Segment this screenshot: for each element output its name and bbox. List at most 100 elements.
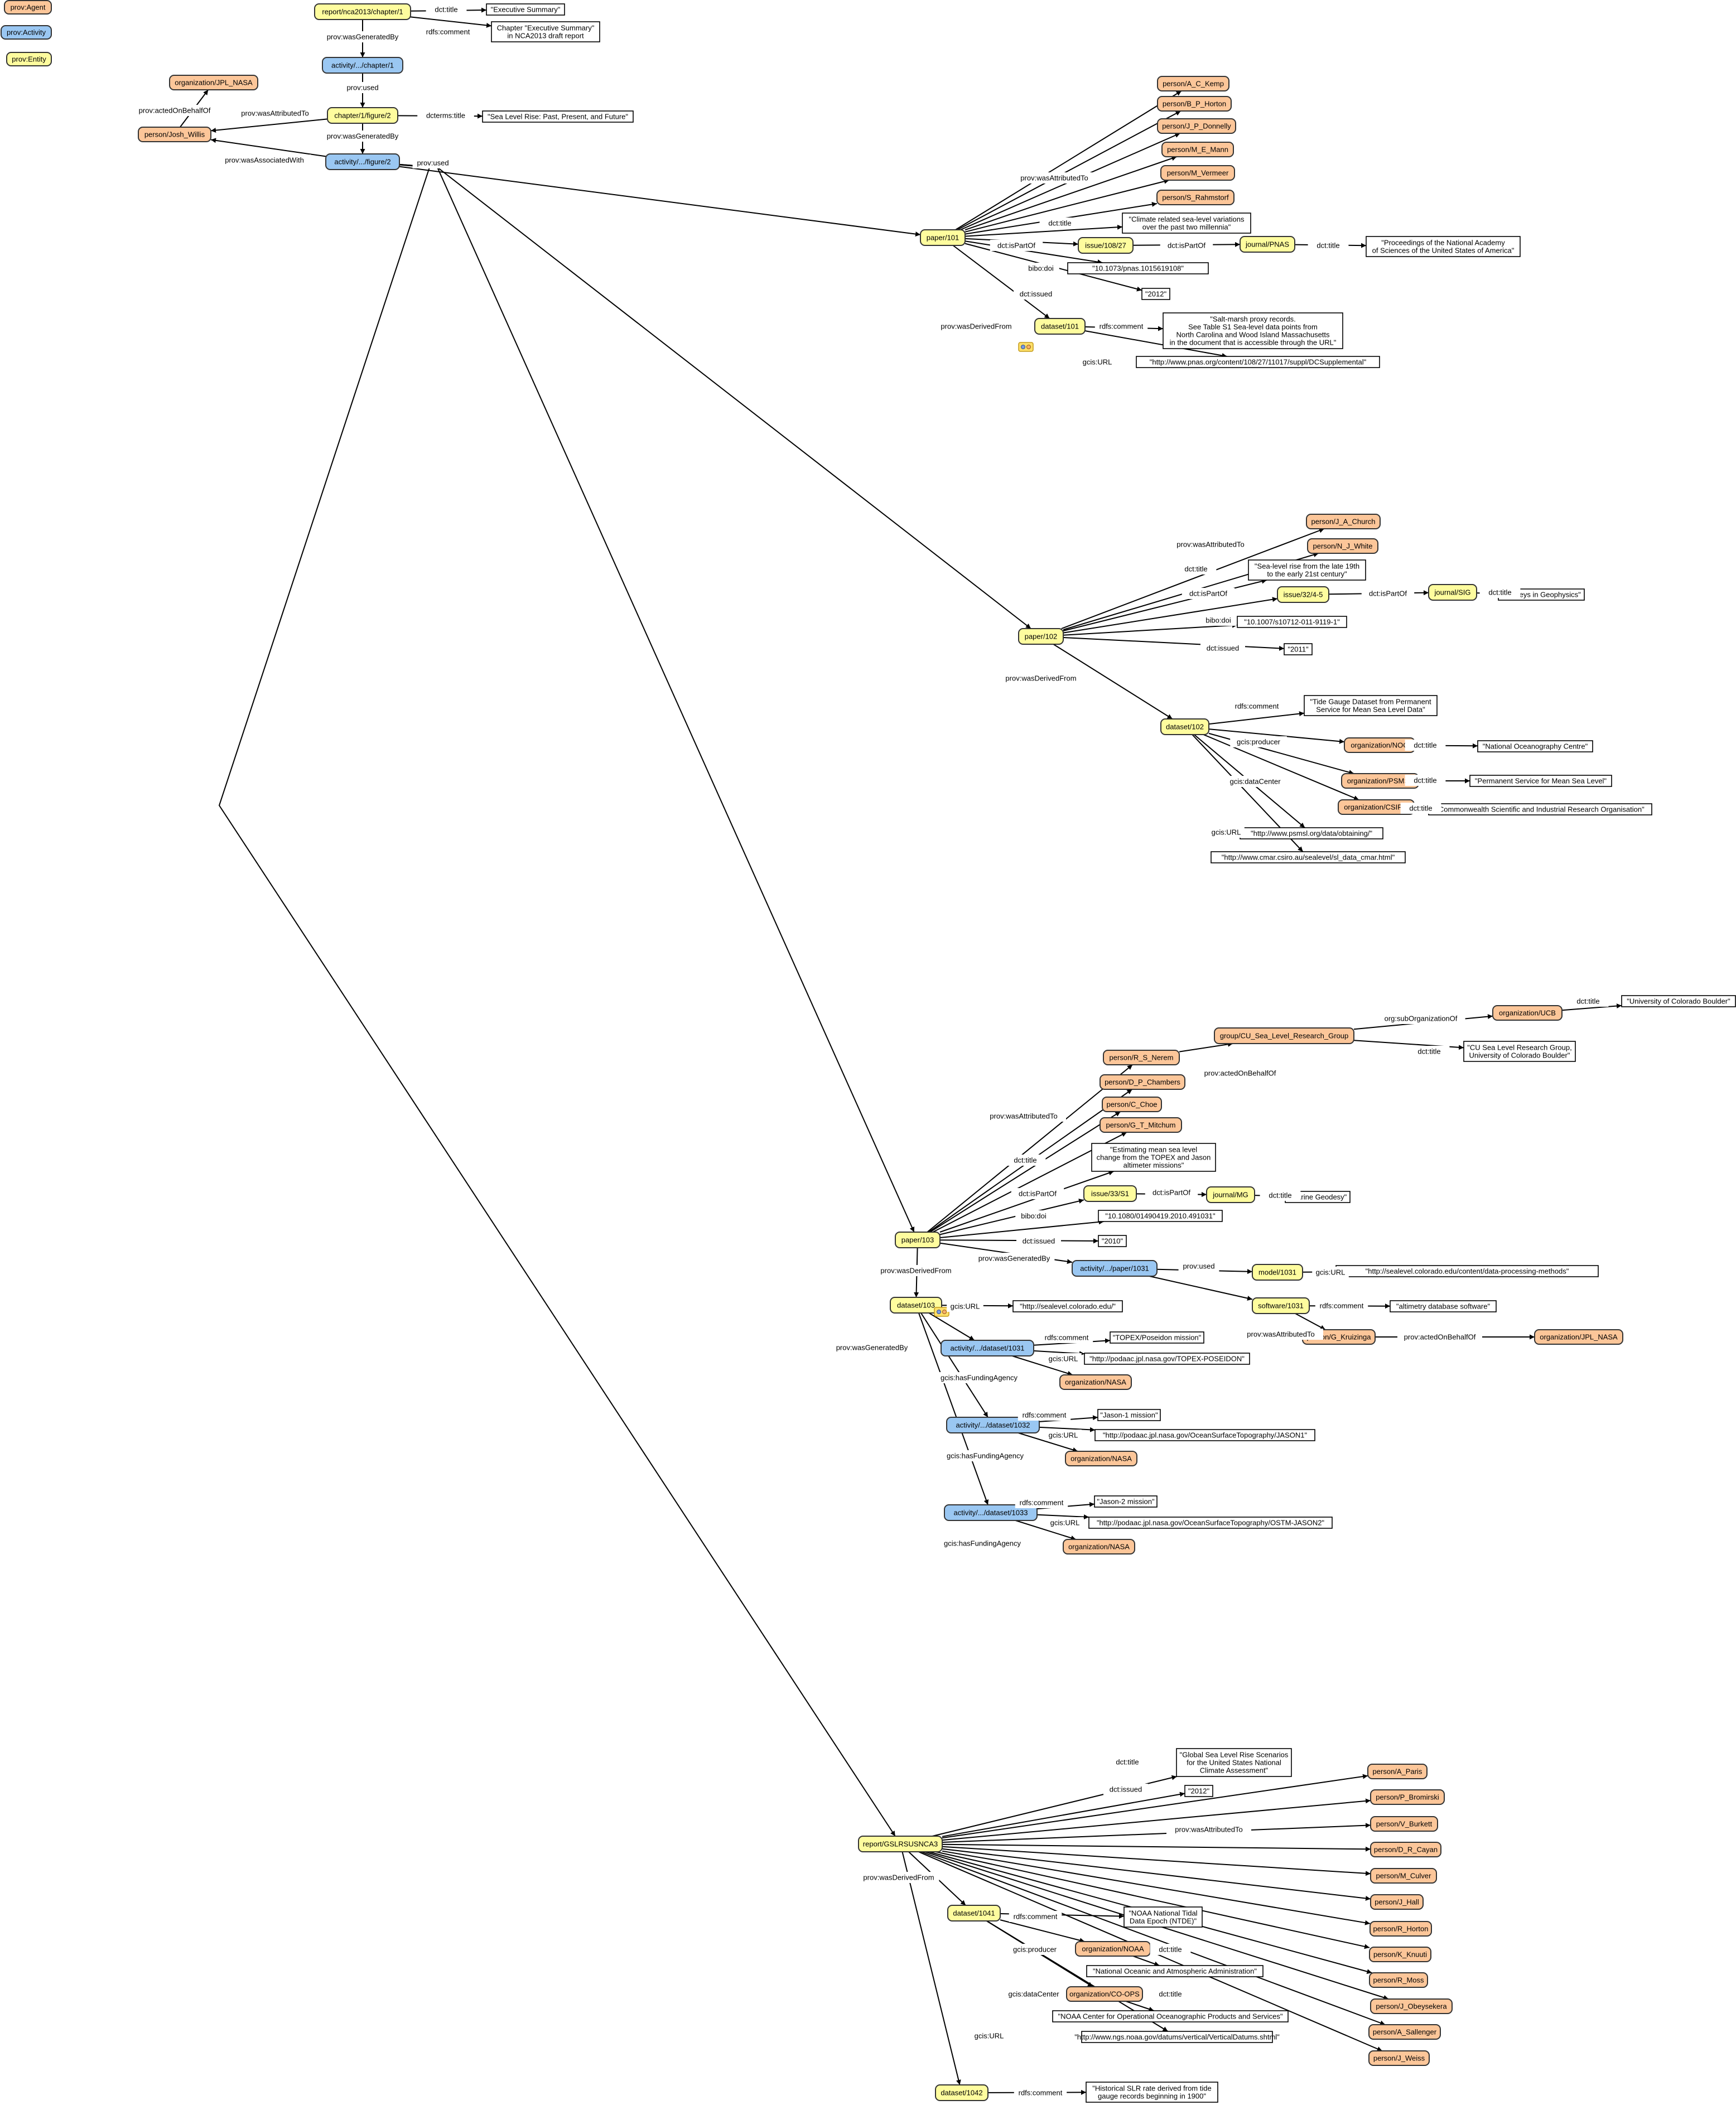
node-org-nasa3[interactable]: organization/NASA bbox=[1063, 1539, 1135, 1554]
node-label: "http://sealevel.colorado.edu/content/da… bbox=[1366, 1267, 1569, 1276]
node-label: person/A_Sallenger bbox=[1373, 2028, 1437, 2036]
node-dataset103[interactable]: dataset/103 bbox=[890, 1297, 942, 1314]
node-issue33[interactable]: issue/33/S1 bbox=[1083, 1185, 1137, 1202]
node-paper102[interactable]: paper/102 bbox=[1018, 628, 1064, 645]
edge-paper103-to-lit-103-title bbox=[939, 1170, 1114, 1233]
node-act-paper1031[interactable]: activity/.../paper/1031 bbox=[1072, 1260, 1158, 1277]
node-person-willis[interactable]: person/Josh_Willis bbox=[138, 127, 211, 142]
node-org-nasa2[interactable]: organization/NASA bbox=[1065, 1451, 1137, 1466]
node-pg-burkett[interactable]: person/V_Burkett bbox=[1370, 1816, 1438, 1832]
edge-label: prov:wasAttributedTo bbox=[233, 108, 317, 119]
node-label: organization/NOC bbox=[1351, 741, 1408, 750]
node-group-cu[interactable]: group/CU_Sea_Level_Research_Group bbox=[1214, 1027, 1354, 1044]
edge-dataset103-to-act-ds1031 bbox=[928, 1312, 975, 1341]
edge-label: gcis:URL bbox=[1208, 827, 1245, 838]
node-p103-nerem[interactable]: person/R_S_Nerem bbox=[1103, 1050, 1180, 1065]
edge-label: dct:title bbox=[1039, 218, 1081, 229]
node-act-ch1[interactable]: activity/.../chapter/1 bbox=[322, 57, 403, 74]
node-paper103[interactable]: paper/103 bbox=[895, 1232, 941, 1248]
node-lit-software: "altimetry database software" bbox=[1390, 1300, 1497, 1312]
node-act-fig2[interactable]: activity/.../figure/2 bbox=[325, 153, 400, 170]
node-lit-103-url: "http://sealevel.colorado.edu/" bbox=[1012, 1300, 1123, 1312]
edge-paper102-to-issue32 bbox=[1063, 597, 1278, 634]
node-label: "10.1073/pnas.1015619108" bbox=[1092, 264, 1184, 273]
node-pg-paris[interactable]: person/A_Paris bbox=[1367, 1764, 1428, 1779]
node-p102-church[interactable]: person/J_A_Church bbox=[1306, 514, 1381, 529]
edge-label-text: org:subOrganizationOf bbox=[1385, 1015, 1458, 1023]
edge-label: org:subOrganizationOf bbox=[1376, 1013, 1465, 1024]
node-journal-pnas[interactable]: journal/PNAS bbox=[1240, 236, 1295, 253]
node-org-coops[interactable]: organization/CO-OPS bbox=[1066, 1986, 1143, 2002]
edge-label-text: prov:wasDerivedFrom bbox=[1005, 674, 1076, 683]
edge-act-fig2-to-paper103 bbox=[399, 163, 915, 1233]
node-lit-jason1: "Jason-1 mission" bbox=[1097, 1409, 1161, 1421]
node-pg-horton[interactable]: person/R_Horton bbox=[1369, 1921, 1432, 1937]
node-p103-choe[interactable]: person/C_Choe bbox=[1102, 1097, 1162, 1112]
node-org-jpl2[interactable]: organization/JPL_NASA bbox=[1534, 1329, 1623, 1345]
edge-paper103-to-lit-103-doi bbox=[939, 1219, 1104, 1238]
node-pg-weiss[interactable]: person/J_Weiss bbox=[1368, 2050, 1430, 2066]
edge-label: bibo:doi bbox=[1023, 263, 1059, 274]
node-dataset102[interactable]: dataset/102 bbox=[1160, 718, 1209, 735]
node-pg-moss[interactable]: person/R_Moss bbox=[1369, 1972, 1428, 1988]
node-p101-kemp[interactable]: person/A_C_Kemp bbox=[1157, 76, 1229, 91]
node-issue108[interactable]: issue/108/27 bbox=[1078, 237, 1134, 254]
node-pg-sallenger[interactable]: person/A_Sallenger bbox=[1368, 2024, 1441, 2040]
edge-label-text: prov:wasDerivedFrom bbox=[880, 1267, 951, 1275]
node-lit-102-doi: "10.1007/s10712-011-9119-1" bbox=[1237, 616, 1347, 628]
node-p103-mitchum[interactable]: person/G_T_Mitchum bbox=[1100, 1117, 1182, 1133]
node-issue32[interactable]: issue/32/4-5 bbox=[1277, 586, 1329, 603]
node-org-nasa1[interactable]: organization/NASA bbox=[1059, 1374, 1132, 1390]
node-act-ds1031[interactable]: activity/.../dataset/1031 bbox=[941, 1340, 1034, 1356]
node-dataset1041[interactable]: dataset/1041 bbox=[947, 1905, 1001, 1921]
node-pg-hall[interactable]: person/J_Hall bbox=[1370, 1894, 1424, 1910]
edge-label-text: bibo:doi bbox=[1028, 264, 1054, 273]
edge-paper103-to-p103-choe bbox=[929, 1111, 1121, 1233]
edge-label-text: dct:title bbox=[1576, 997, 1599, 1006]
node-p101-mann[interactable]: person/M_E_Mann bbox=[1161, 142, 1234, 157]
provenance-badge-icon bbox=[934, 1307, 949, 1317]
node-p101-donnelly[interactable]: person/J_P_Donnelly bbox=[1157, 118, 1236, 134]
node-lit-topex: "TOPEX/Poseidon mission" bbox=[1110, 1331, 1204, 1344]
node-org-noc[interactable]: organization/NOC bbox=[1344, 737, 1415, 753]
node-p101-vermeer[interactable]: person/M_Vermeer bbox=[1160, 165, 1235, 181]
node-label: journal/SIG bbox=[1434, 588, 1470, 597]
node-act-ds1032[interactable]: activity/.../dataset/1032 bbox=[946, 1417, 1040, 1433]
node-label: person/M_Vermeer bbox=[1167, 169, 1229, 177]
node-software1031[interactable]: software/1031 bbox=[1252, 1297, 1310, 1314]
node-dataset1042[interactable]: dataset/1042 bbox=[935, 2084, 988, 2101]
node-act-ds1033[interactable]: activity/.../dataset/1033 bbox=[944, 1504, 1038, 1521]
edge-label-text: dct:issued bbox=[1020, 290, 1053, 298]
node-journal-sig[interactable]: journal/SIG bbox=[1428, 584, 1477, 601]
edge-report-ch1-to-lit-chapter-comment bbox=[410, 16, 492, 28]
node-label: person/R_S_Nerem bbox=[1110, 1054, 1174, 1062]
node-pg-culver[interactable]: person/M_Culver bbox=[1370, 1868, 1437, 1884]
node-dataset101[interactable]: dataset/101 bbox=[1034, 318, 1086, 335]
node-pg-bromirski[interactable]: person/P_Bromirski bbox=[1370, 1789, 1445, 1805]
node-label: "TOPEX/Poseidon mission" bbox=[1113, 1334, 1202, 1342]
node-org-psmsl[interactable]: organization/PSMSL bbox=[1341, 773, 1419, 789]
node-pg-cayan[interactable]: person/D_R_Cayan bbox=[1370, 1842, 1441, 1857]
edge-label-text: gcis:dataCenter bbox=[1229, 778, 1281, 786]
node-p103-chambers[interactable]: person/D_P_Chambers bbox=[1100, 1074, 1185, 1090]
edge-report-gslr-to-dataset1042 bbox=[901, 1851, 961, 2085]
node-pg-knuuti[interactable]: person/K_Knuuti bbox=[1369, 1947, 1431, 1962]
edge-label-text: prov:used bbox=[1183, 1262, 1214, 1271]
node-label: activity/.../dataset/1033 bbox=[954, 1509, 1028, 1517]
node-fig2[interactable]: chapter/1/figure/2 bbox=[327, 107, 398, 124]
node-report-gslr[interactable]: report/GSLRSUSNCA3 bbox=[858, 1836, 943, 1852]
node-report-ch1[interactable]: report/nca2013/chapter/1 bbox=[314, 3, 411, 20]
node-org-ucb[interactable]: organization/UCB bbox=[1492, 1005, 1563, 1021]
node-paper101[interactable]: paper/101 bbox=[920, 229, 966, 246]
node-p101-rahmstorf[interactable]: person/S_Rahmstorf bbox=[1156, 190, 1235, 205]
node-model1031[interactable]: model/1031 bbox=[1252, 1264, 1303, 1281]
node-p101-horton[interactable]: person/B_P_Horton bbox=[1157, 96, 1232, 112]
node-org-noaa[interactable]: organization/NOAA bbox=[1075, 1941, 1151, 1957]
node-journal-mg[interactable]: journal/MG bbox=[1206, 1186, 1255, 1203]
node-pg-obeysekera[interactable]: person/J_Obeysekera bbox=[1370, 1998, 1453, 2014]
node-p102-white[interactable]: person/N_J_White bbox=[1307, 538, 1378, 554]
node-org-jpl1[interactable]: organization/JPL_NASA bbox=[169, 75, 258, 90]
